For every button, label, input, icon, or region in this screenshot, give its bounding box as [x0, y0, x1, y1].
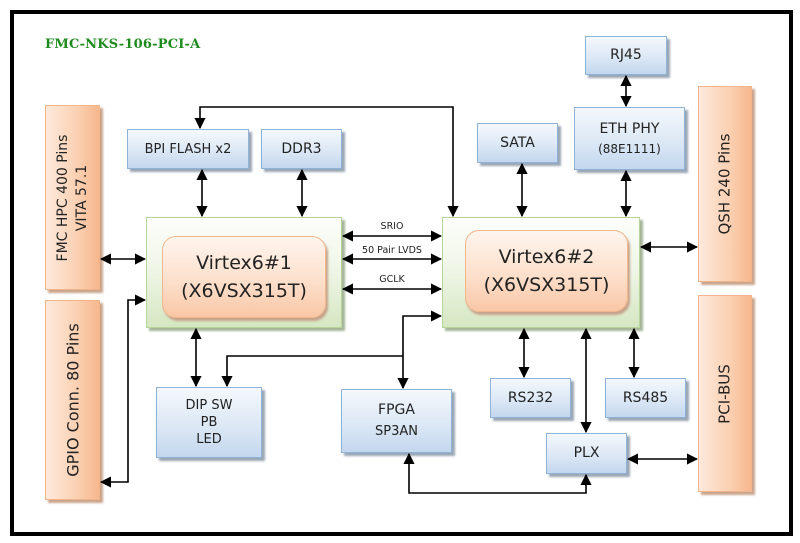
- pci-bus-connector: PCI-BUS: [698, 295, 752, 492]
- wire-fpga-v2: [397, 310, 443, 390]
- diagram-frame: [10, 10, 793, 536]
- srio-label: SRIO: [380, 221, 404, 232]
- eth-phy-part: (88E1111): [598, 141, 661, 156]
- lvds-label: 50 Pair LVDS: [362, 245, 422, 256]
- virtex6-1-container: Virtex6#1 (X6VSX315T): [146, 217, 342, 328]
- wire-bpi-v2: [194, 106, 459, 218]
- gpio-connector: GPIO Conn. 80 Pins: [45, 300, 100, 500]
- virtex6-2-container: Virtex6#2 (X6VSX315T): [442, 217, 640, 328]
- pb-label: PB: [200, 415, 218, 430]
- fmc-hpc-connector: FMC HPC 400 Pins VITA 57.1: [45, 105, 100, 290]
- virtex6-2-chip: Virtex6#2 (X6VSX315T): [465, 230, 628, 312]
- wire-gpio-v1: [99, 294, 147, 488]
- rj45-label: RJ45: [610, 47, 642, 63]
- sata-label: SATA: [500, 134, 535, 151]
- rs232-label: RS232: [507, 389, 554, 406]
- sp3an-label: SP3AN: [375, 424, 418, 439]
- rj45-block: RJ45: [585, 36, 667, 75]
- eth-phy-label: ETH PHY: [599, 120, 660, 137]
- dip-sw-block: DIP SW PB LED: [156, 387, 262, 458]
- sata-block: SATA: [477, 123, 558, 163]
- virtex6-1-name: Virtex6#1: [196, 252, 292, 274]
- virtex6-1-chip: Virtex6#1 (X6VSX315T): [162, 236, 326, 318]
- fpga-sp3an-block: FPGA SP3AN: [341, 389, 452, 453]
- qsh-connector: QSH 240 Pins: [698, 86, 752, 282]
- fpga-label: FPGA: [378, 402, 415, 418]
- rs485-label: RS485: [622, 389, 669, 406]
- gclk-label: GCLK: [379, 274, 405, 285]
- eth-phy-block: ETH PHY (88E1111): [574, 107, 685, 170]
- virtex6-1-part: (X6VSX315T): [181, 280, 307, 302]
- wire-fpga-plx: [403, 452, 592, 494]
- led-label: LED: [196, 432, 222, 447]
- virtex6-2-part: (X6VSX315T): [483, 274, 610, 296]
- wire-bus-dip: [221, 355, 403, 388]
- diagram-title: FMC-NKS-106-PCI-A: [45, 37, 201, 52]
- rs232-block: RS232: [490, 378, 571, 418]
- rs485-block: RS485: [605, 378, 686, 418]
- dip-sw-label: DIP SW: [185, 398, 233, 413]
- virtex6-2-name: Virtex6#2: [498, 246, 595, 268]
